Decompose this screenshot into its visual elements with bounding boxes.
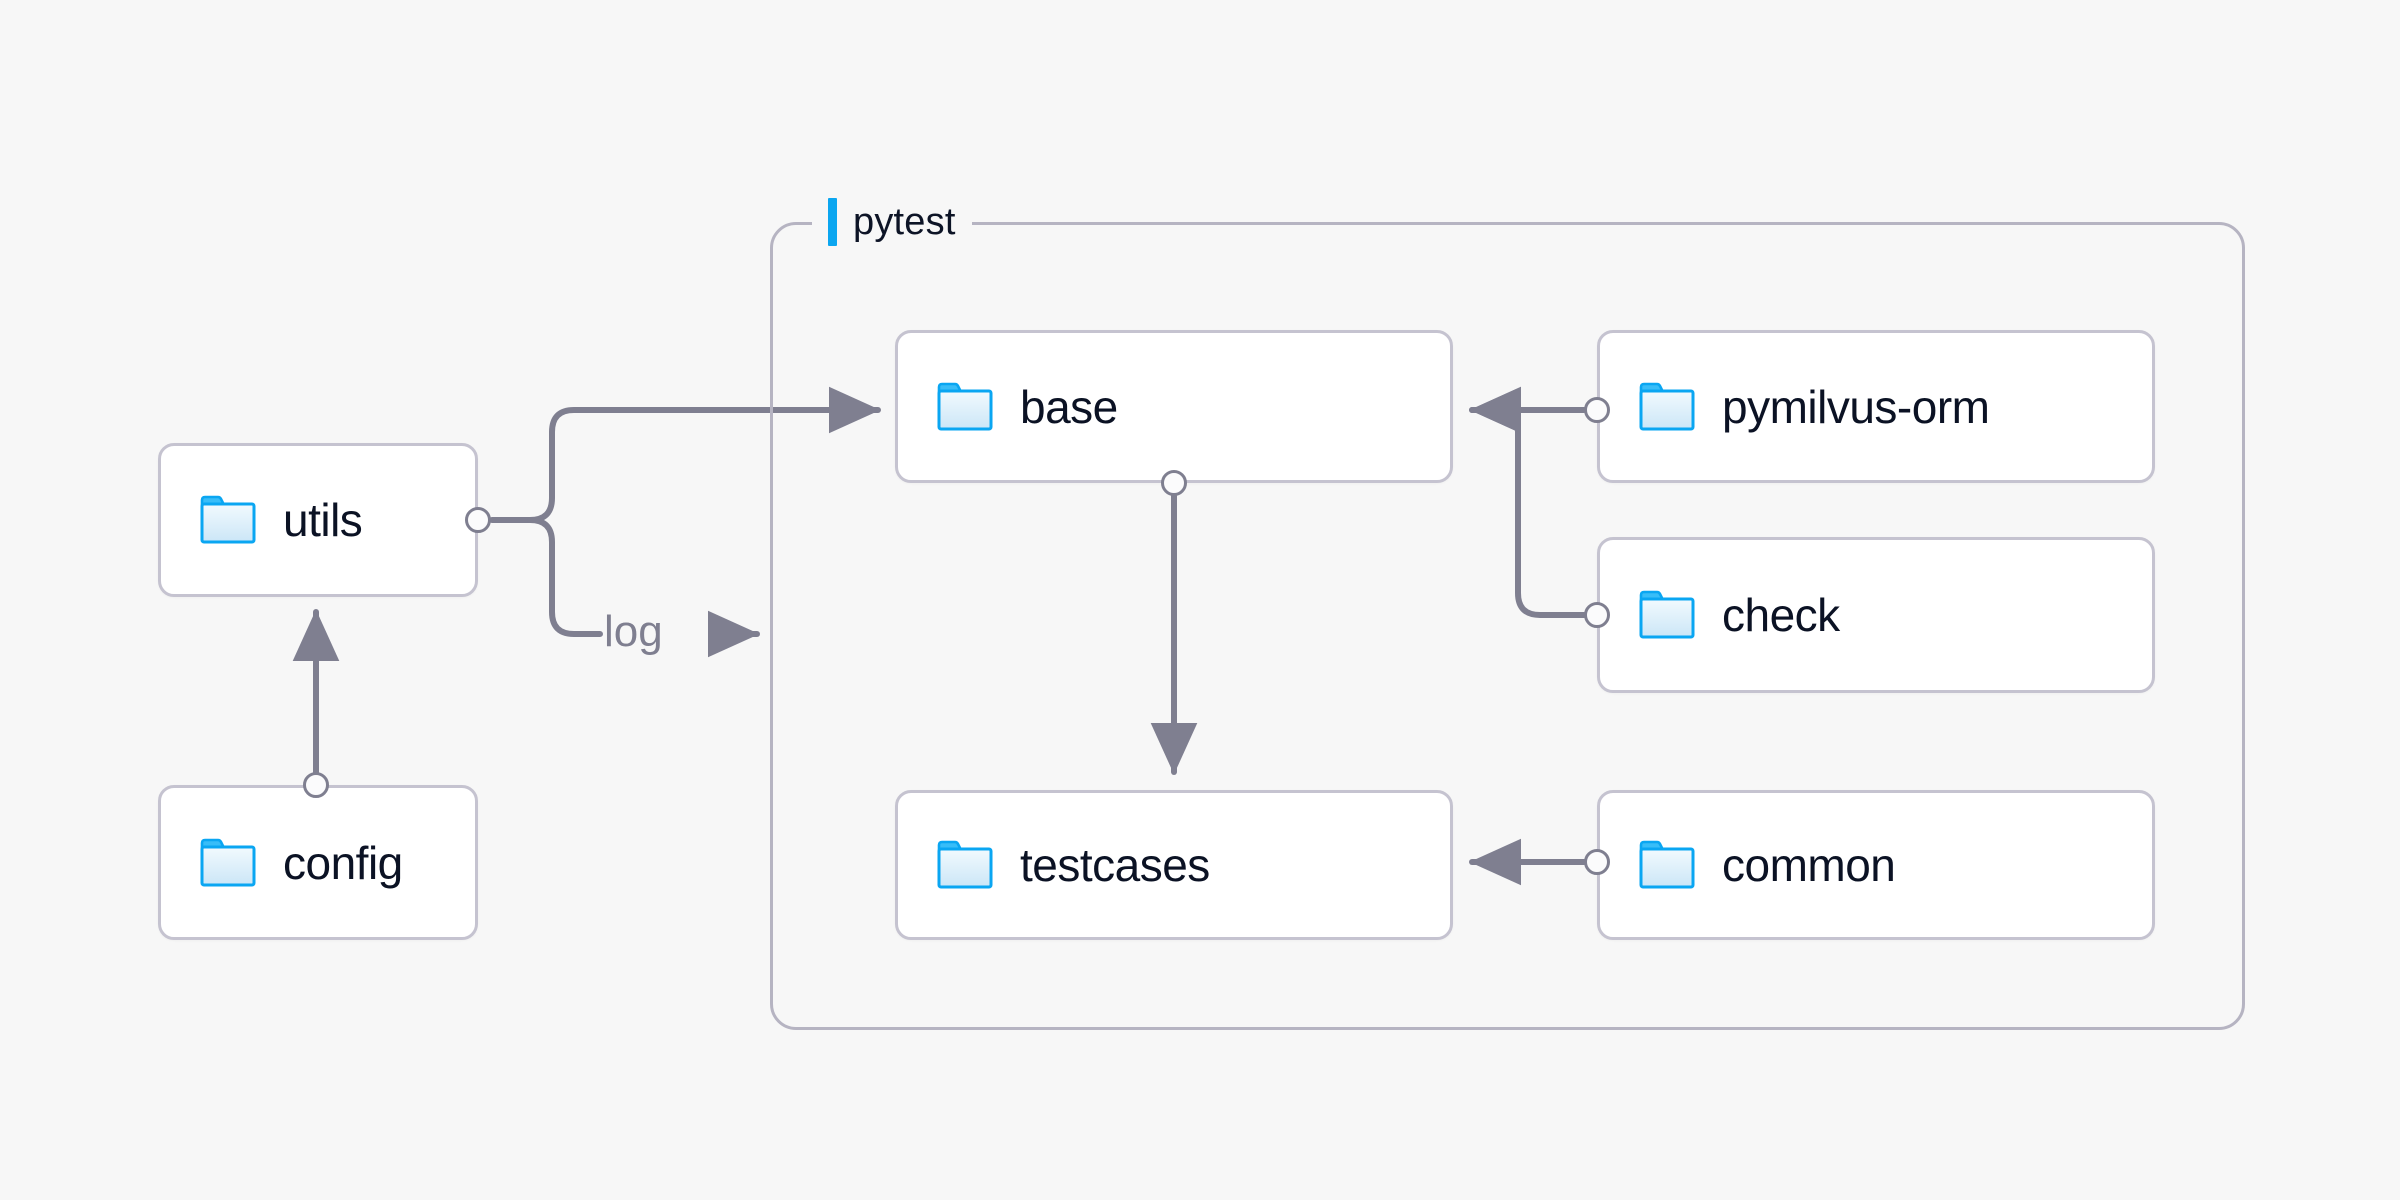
node-pymilvus-orm[interactable]: pymilvus-orm [1597, 330, 2155, 483]
node-pymilvus-orm-label: pymilvus-orm [1722, 380, 1990, 433]
folder-icon [1639, 840, 1695, 889]
node-config[interactable]: config [158, 785, 478, 940]
folder-icon [1639, 590, 1695, 639]
folder-icon [937, 382, 993, 430]
port-common-left[interactable] [1584, 849, 1610, 875]
port-pymilvus-orm-left[interactable] [1584, 397, 1610, 423]
edge-utils-to-log [527, 517, 603, 637]
node-config-label: config [283, 836, 403, 889]
node-check[interactable]: check [1597, 537, 2155, 693]
node-utils[interactable]: utils [158, 443, 478, 597]
port-base-bottom[interactable] [1161, 470, 1187, 496]
node-testcases[interactable]: testcases [895, 790, 1453, 940]
node-base[interactable]: base [895, 330, 1453, 483]
node-base-label: base [1020, 380, 1118, 433]
edge-label-log: log [604, 607, 663, 656]
port-config-top[interactable] [303, 772, 329, 798]
group-pytest[interactable] [770, 222, 2245, 1030]
node-utils-label: utils [283, 494, 363, 546]
node-common[interactable]: common [1597, 790, 2155, 940]
accent-bar-icon [828, 198, 837, 246]
node-testcases-label: testcases [1020, 839, 1210, 891]
folder-icon [200, 838, 256, 886]
folder-icon [937, 840, 993, 889]
group-pytest-label-text: pytest [853, 200, 956, 243]
group-pytest-label: pytest [812, 198, 972, 246]
port-check-left[interactable] [1584, 602, 1610, 628]
folder-icon [200, 495, 256, 544]
node-common-label: common [1722, 839, 1896, 891]
folder-icon [1639, 382, 1695, 430]
node-check-label: check [1722, 589, 1840, 641]
port-utils-right[interactable] [465, 507, 491, 533]
